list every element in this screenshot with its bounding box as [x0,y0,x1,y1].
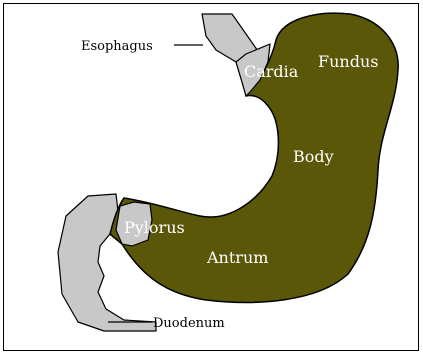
antrum-label: Antrum [206,248,268,267]
body-label: Body [293,147,334,166]
esophagus-label: Esophagus [81,39,153,54]
pylorus-label: Pylorus [124,218,185,237]
cardia-label: Cardia [244,62,299,81]
duodenum-label: Duodenum [153,316,225,331]
fundus-label: Fundus [318,52,378,71]
